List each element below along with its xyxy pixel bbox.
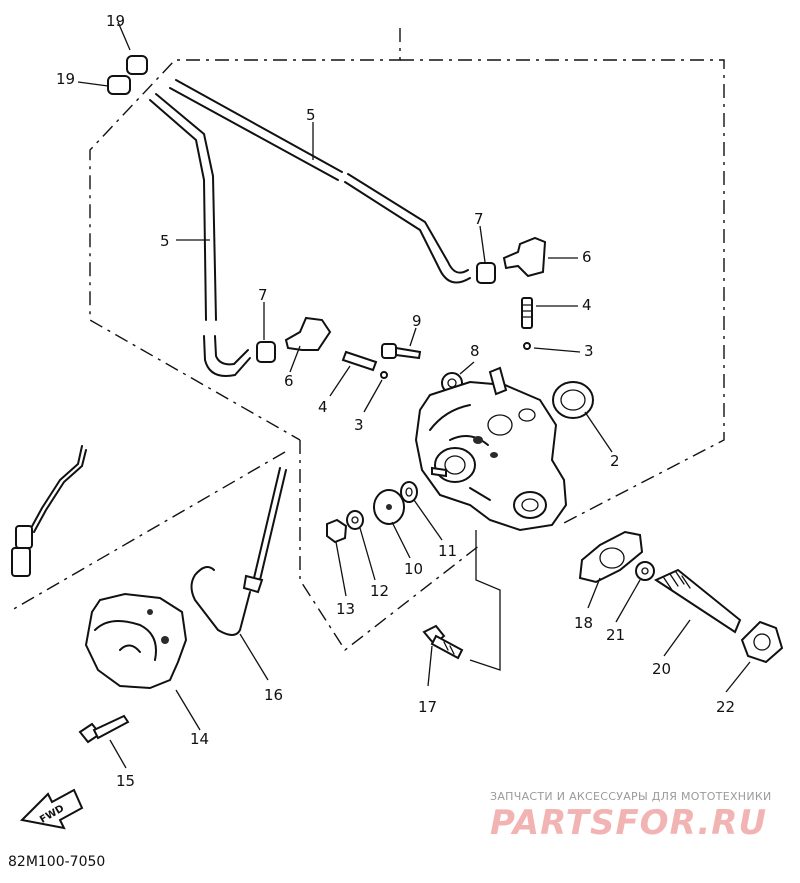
plate-10 xyxy=(373,489,405,525)
callout-14: 14 xyxy=(190,730,209,748)
pin-4-right xyxy=(521,297,533,329)
callout-19a: 19 xyxy=(106,12,125,30)
ball-3-center xyxy=(380,371,388,379)
nut-13 xyxy=(326,518,348,544)
screw-9 xyxy=(381,343,422,360)
elbow-6-lower xyxy=(284,316,332,351)
assembly-boundary xyxy=(11,28,725,652)
callout-6b: 6 xyxy=(284,372,294,390)
callout-labels: 19 19 5 5 7 6 4 3 7 6 9 8 4 3 2 11 10 12… xyxy=(56,12,735,790)
ball-3-right xyxy=(523,342,531,350)
callout-11: 11 xyxy=(438,542,457,560)
callout-5a: 5 xyxy=(306,106,316,124)
collar-22 xyxy=(740,620,784,664)
clamp-7-upper xyxy=(476,262,496,284)
callout-20: 20 xyxy=(652,660,671,678)
callout-7a: 7 xyxy=(474,210,484,228)
callout-9: 9 xyxy=(412,312,422,330)
cap-19-upper xyxy=(126,55,148,75)
callout-19b: 19 xyxy=(56,70,75,88)
callout-17: 17 xyxy=(418,698,437,716)
callout-10: 10 xyxy=(404,560,423,578)
watermark-logo: PARTSFOR.RU xyxy=(490,803,767,843)
callout-16: 16 xyxy=(264,686,283,704)
cover-14 xyxy=(84,592,188,690)
forward-arrow-icon: FWD xyxy=(19,788,84,830)
clamp-7-lower xyxy=(256,341,276,363)
washer-21 xyxy=(635,561,655,581)
callout-7b: 7 xyxy=(258,286,268,304)
callout-18: 18 xyxy=(574,614,593,632)
oil-pump-body xyxy=(414,366,568,532)
diagram-code: 82M100-7050 xyxy=(8,854,105,870)
drive-shaft-20 xyxy=(653,568,742,634)
callout-21: 21 xyxy=(606,626,625,644)
callout-12: 12 xyxy=(370,582,389,600)
callout-22: 22 xyxy=(716,698,735,716)
watermark: ЗАПЧАСТИ И АКСЕССУАРЫ ДЛЯ МОТОТЕХНИКИ PA… xyxy=(490,790,772,843)
hose-upper xyxy=(169,79,471,284)
callout-3b: 3 xyxy=(354,416,364,434)
callout-15: 15 xyxy=(116,772,135,790)
bolt-17 xyxy=(422,624,464,660)
callout-4b: 4 xyxy=(318,398,328,416)
callout-8: 8 xyxy=(470,342,480,360)
washer-11 xyxy=(400,481,418,503)
callout-4a: 4 xyxy=(582,296,592,314)
pin-4-center xyxy=(341,350,378,372)
callout-6a: 6 xyxy=(582,248,592,266)
leader-lines xyxy=(77,21,751,769)
oil-seal-2 xyxy=(552,381,594,419)
callout-13: 13 xyxy=(336,600,355,618)
callout-5b: 5 xyxy=(160,232,170,250)
cable-16 xyxy=(190,467,287,636)
bolt-15 xyxy=(78,714,130,744)
hose-left xyxy=(149,93,251,377)
callout-2: 2 xyxy=(610,452,620,470)
cap-19-lower xyxy=(107,75,131,95)
elbow-6-upper xyxy=(502,236,547,278)
wire-lead xyxy=(11,445,87,577)
washer-12 xyxy=(346,510,364,530)
callout-3a: 3 xyxy=(584,342,594,360)
watermark-tagline: ЗАПЧАСТИ И АКСЕССУАРЫ ДЛЯ МОТОТЕХНИКИ xyxy=(490,790,772,803)
gasket-18 xyxy=(578,530,644,584)
